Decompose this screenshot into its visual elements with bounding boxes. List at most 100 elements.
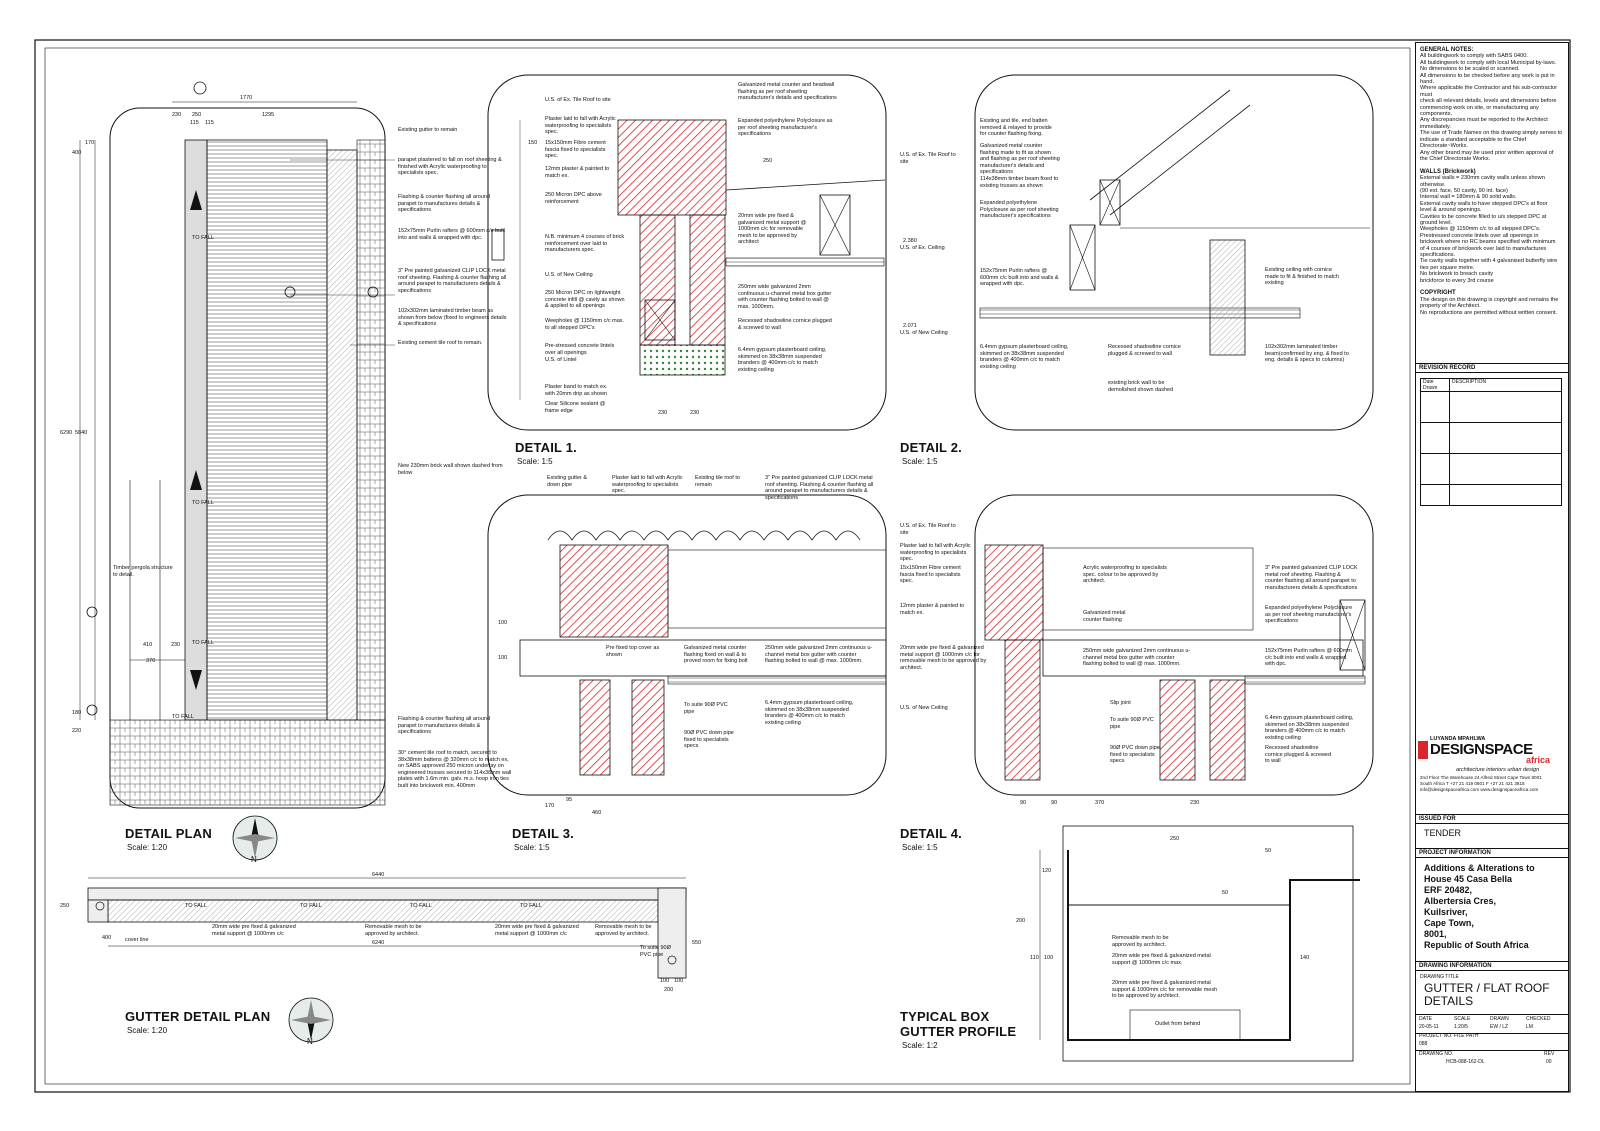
detail-1-drawing [487,74,887,431]
detail-1-title: DETAIL 1. [515,440,577,455]
dim-label: 400 [72,150,82,156]
note-line: The design on this drawing is copyright … [1420,296,1559,303]
col-drawn: Drawn [1423,385,1438,391]
general-notes: GENERAL NOTES: All buildingwork to compl… [1420,47,1565,316]
note-line: of 4 courses of brickwork over laid to m… [1420,245,1547,252]
note-line: level & around openings. [1420,207,1482,214]
dim-label: 50 [1265,848,1272,854]
project-line: Cape Town, [1424,918,1474,928]
note-line: Any discrepancies must be reported to th… [1420,117,1548,124]
issued-heading: ISSUED FOR [1416,815,1568,824]
d3-note: 3" Pre painted galvanized CLIP LOCK meta… [765,475,874,501]
d3-note: Existing gutter & down pipe [547,475,588,488]
plan-note: Existing cement tile roof to remain. [398,340,483,346]
col-description: DESCRIPTION [1449,378,1562,392]
d3-note: 90Ø PVC down pipe fixed to specialists s… [684,730,734,749]
project-info: PROJECT INFORMATION Additions & Alterati… [1416,848,1568,956]
note-line: brickforce to every 3rd course [1420,277,1494,284]
firm-name-sub: africa [1526,755,1551,765]
plan-note: 30° cement tile roof to match, secured t… [398,750,512,789]
fall-label: TO FALL [192,640,214,646]
d1-note: Weepholes @ 1150mm c/c max. to all stepp… [545,318,625,331]
drawn-label: DRAWN [1490,1016,1509,1022]
drawn-value: EW / LZ [1490,1024,1509,1030]
d4-note: 3" Pre painted galvanized CLIP LOCK meta… [1265,565,1358,591]
d1-note: Pre-stressed concrete lintels over all o… [545,343,615,356]
plan-note: parapet plastered to fall on roof sheeti… [398,157,502,176]
note-line: Weepholes @ 1150mm c/c to all stepped DP… [1420,226,1541,233]
plan-note: Flashing & counter flashing all around p… [398,194,491,213]
d4-note: Slip joint [1110,700,1131,706]
gutter-plan-drawing [87,877,687,979]
note-line: property of the Architect. [1420,303,1481,310]
note-line: Cavities to be concrete filled to u/s st… [1420,213,1547,220]
d3-note: Pre fixed top cover as shown [606,645,660,658]
date-label: DATE [1419,1016,1432,1022]
d3-note: 250mm wide galvanized 2mm continuous u-c… [765,645,873,664]
note-line: No dimensions to be scaled or scanned. [1420,66,1520,73]
dim-label: 370 [1095,800,1105,806]
note-line: No brickwork to breach cavity [1420,271,1494,278]
dim-label: 115 [205,120,214,126]
detail-2-scale: Scale: 1:5 [902,457,938,466]
detail-2-drawing [974,74,1374,431]
fall-label: TO FALL [192,235,214,241]
plan-note: Flashing & counter flashing all around p… [398,716,491,735]
dim-label: 100 [660,978,670,984]
copyright-heading: COPYRIGHT [1420,290,1456,297]
d1-note: Plaster laid to fall with Acrylic waterp… [545,116,616,135]
d2-note: U.S. of Ex. Tile Roof to site [900,152,956,165]
d4-note: 20mm wide pre fixed & galvanized metal s… [900,645,987,671]
file-path-label: FILE PATH [1454,1033,1479,1039]
project-line: 8001, [1424,929,1447,939]
d1-note: Recessed shadowline cornice plugged & sc… [738,318,832,331]
dim-label: 230 [1190,800,1200,806]
d4-note: 250mm wide galvanized 2mm continuous u-c… [1083,648,1191,667]
north-arrow-icon [288,997,334,1043]
drawing-number-row: DRAWING NO. HCB-088-162-DL REV 00 [1416,1050,1568,1068]
dim-label: 550 [692,940,702,946]
note-line: immediately. [1420,123,1451,130]
d2-note: Recessed shadowline cornice plugged & sc… [1108,344,1181,357]
d4-note: U.S. of New Ceiling [900,705,948,711]
drawing-no-value: HCB-088-162-DL [1446,1059,1485,1065]
dim-label: 230 [172,112,182,118]
firm-name-top: LUYANDA MPAHLWA [1430,736,1486,742]
note-line: Tie cavity walls together with 4 galvani… [1420,258,1558,265]
project-line: Albertersia Cres, [1424,896,1497,906]
project-address: Additions & Alterations to House 45 Casa… [1424,863,1535,951]
box-note: 20mm wide pre fixed & galvanized metal s… [1112,980,1218,999]
d4-note: Recessed shadowline cornice plugged & sc… [1265,745,1332,764]
rev-value: 00 [1546,1059,1552,1065]
d2-note: U.S. of New Ceiling [900,330,948,336]
drawing-info-heading: DRAWING INFORMATION [1416,962,1568,971]
box-note: Outlet from behind [1155,1021,1201,1027]
plan-note: 152x75mm Purlin rafters @ 600mm c/c buil… [398,228,506,241]
drawing-title: DETAILS [1424,994,1474,1008]
dim-label: 250 [192,112,202,118]
drawing-no-label: DRAWING NO. [1419,1051,1454,1057]
dim-label: 150 [528,140,538,146]
d4-note: 152x75mm Purlin rafters @ 600mm c/c buil… [1265,648,1352,667]
firm-address: 2nd Floor The Warehouse 24 Alfred Street… [1420,775,1542,780]
dim-label: 230 [690,410,700,416]
dim-label: 220 [72,728,82,734]
d1-note: Plaster band to match ex. with 20mm drip… [545,384,608,397]
dim-label: 5840 [75,430,88,436]
plan-note: 3" Pre painted galvanized CLIP LOCK meta… [398,268,507,294]
d1-note: 6.4mm gypsum plasterboard ceiling, skimm… [738,347,827,373]
d3-note: Galvanized metal counter flashing fixed … [684,645,748,664]
drawing-frame [44,47,1411,1085]
d2-note: Existing and tile, end batten removed & … [980,118,1052,137]
firm-address: info@designspaceafrica.com www.designspa… [1420,787,1539,792]
d1-note: U.S. of Ex. Tile Roof to site [545,97,611,103]
note-line: check all relevant details, levels and d… [1420,98,1557,105]
d4-note: 12mm plaster & painted to match ex. [900,603,965,616]
note-line: commencing work on site, or manufacturin… [1420,104,1539,118]
d1-note: U.S. of Lintel [545,357,577,363]
dim-label: 120 [1042,868,1052,874]
d4-note: 15x150mm Fibre cement fascia fixed to sp… [900,565,961,584]
d2-note: 6.4mm gypsum plasterboard ceiling, skimm… [980,344,1069,370]
scale-label: SCALE [1454,1016,1471,1022]
north-label: N [251,855,257,864]
